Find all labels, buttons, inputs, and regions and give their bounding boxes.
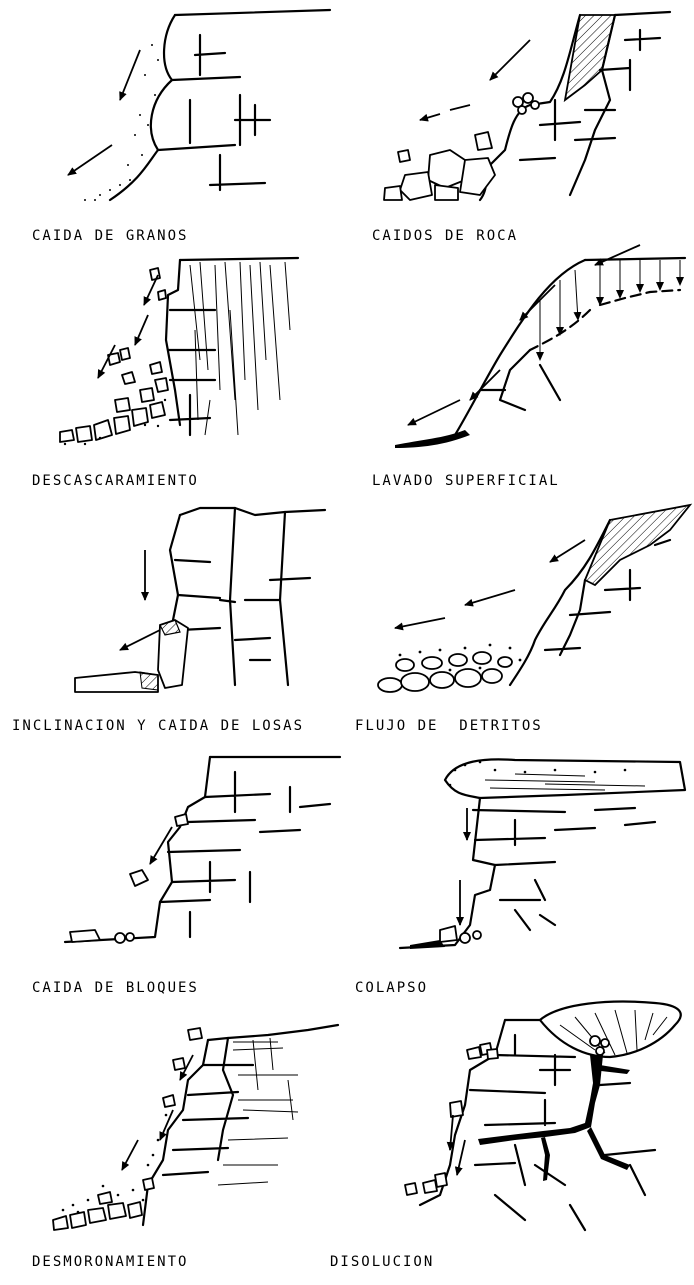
- caption-desmoronamiento: DESMORONAMIENTO: [32, 1254, 189, 1270]
- caption-disolucion: DISOLUCION: [330, 1254, 435, 1270]
- caption-lavado-superficial: LAVADO SUPERFICIAL: [372, 473, 560, 489]
- lavado-superficial-diagram: [395, 244, 687, 448]
- disolucion-diagram: [404, 1000, 682, 1232]
- caption-caida-de-bloques: CAIDA DE BLOQUES: [32, 980, 199, 996]
- caption-caida-de-granos: CAIDA DE GRANOS: [32, 228, 189, 244]
- colapso-diagram: [398, 758, 687, 950]
- caption-inclinacion-y-caida-de-losas: INCLINACION Y CAIDA DE LOSAS: [12, 718, 305, 734]
- caption-colapso: COLAPSO: [355, 980, 429, 996]
- caida-de-granos-diagram: [67, 8, 332, 202]
- caption-descascaramiento: DESCASCARAMIENTO: [32, 473, 199, 489]
- inclinacion-y-caida-de-losas-diagram: [74, 506, 327, 693]
- descascaramiento-diagram: [59, 256, 300, 446]
- desmoronamiento-diagram: [52, 1023, 340, 1231]
- caida-de-bloques-diagram: [63, 755, 342, 944]
- flujo-de-detritos-diagram: [377, 503, 693, 693]
- caption-caidos-de-roca: CAIDOS DE ROCA: [372, 228, 519, 244]
- caidos-de-roca-diagram: [383, 10, 672, 202]
- caption-flujo-de-detritos: FLUJO DE DETRITOS: [355, 718, 543, 734]
